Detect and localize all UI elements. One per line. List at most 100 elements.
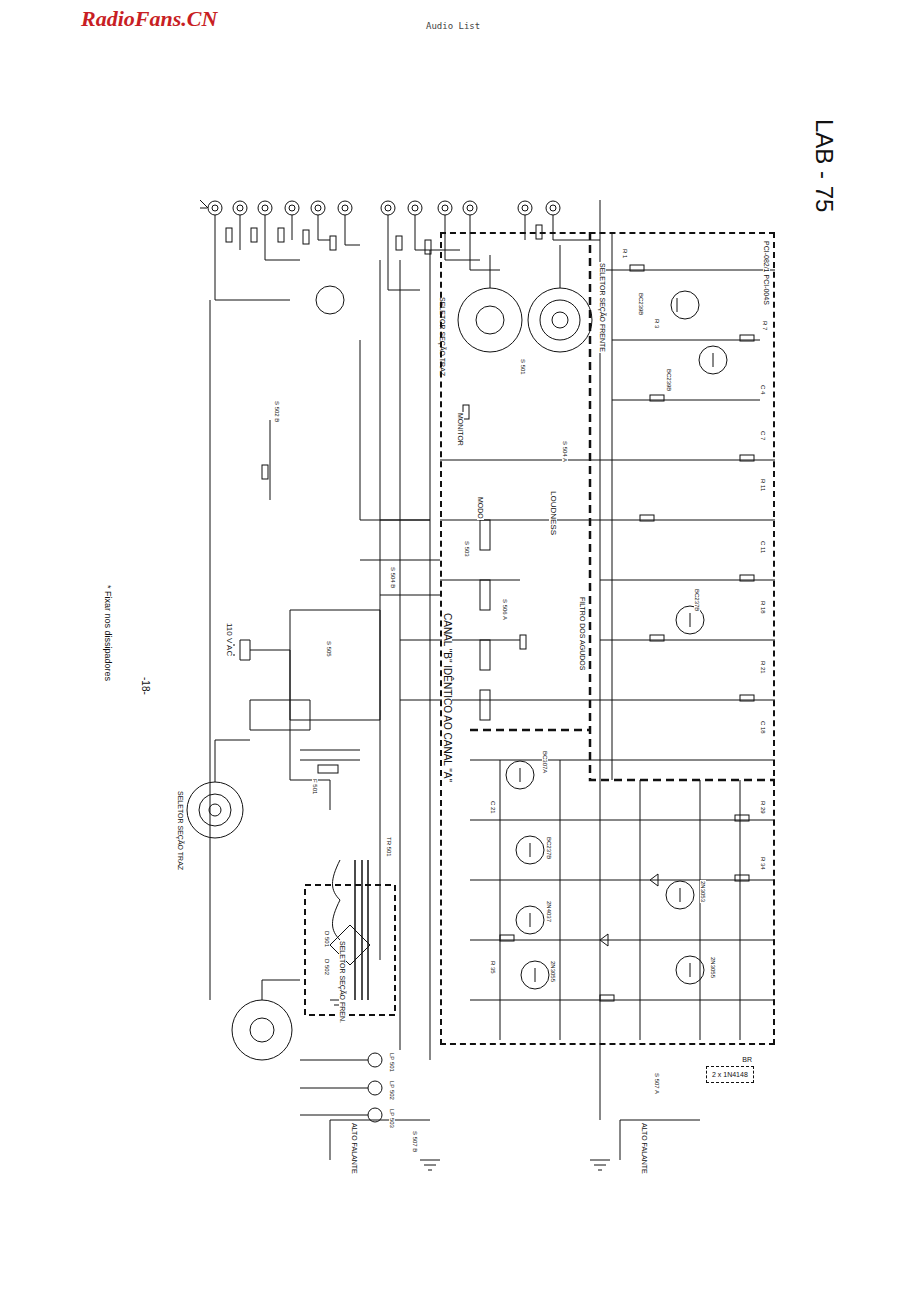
schematic-stroke (290, 610, 380, 720)
text-label: BC237B (694, 588, 700, 612)
schematic-stroke (467, 205, 473, 211)
schematic-stroke (258, 201, 272, 215)
schematic-stroke (250, 700, 310, 730)
schematic-stroke (330, 925, 370, 965)
text-label: SELETOR SEÇÃO TRAZ (177, 790, 184, 871)
schematic-stroke (640, 515, 654, 521)
schematic-stroke (500, 935, 514, 941)
schematic-stroke (522, 205, 528, 211)
text-label: D 502 (324, 958, 330, 976)
schematic-stroke (315, 205, 321, 211)
transistor-symbols (506, 291, 727, 989)
text-label: S 505 (326, 640, 332, 658)
schematic-stroke (470, 760, 775, 1000)
text-label: C 18 (760, 720, 766, 735)
text-label: S 506 A (502, 598, 508, 621)
schematic-stroke (303, 230, 309, 244)
text-label: BC237B (546, 836, 552, 860)
schematic-stroke (215, 215, 600, 300)
schematic-stroke (200, 200, 208, 208)
text-label: SELETOR SEÇÃO FRENTE (599, 262, 606, 353)
schematic-stroke (463, 201, 477, 215)
schematic-stroke (187, 782, 243, 838)
text-label: -18- (140, 676, 150, 696)
schematic-stroke (520, 298, 713, 982)
text-label: 2N3055 (710, 956, 716, 979)
text-label: C 11 (760, 540, 766, 554)
schematic-stroke (237, 205, 243, 211)
schematic-stroke (232, 1000, 292, 1060)
schematic-stroke (342, 205, 348, 211)
text-label: RadioFans.CN (80, 8, 218, 30)
din-socket (316, 286, 344, 314)
schematic-stroke (208, 201, 222, 215)
schematic-stroke (480, 640, 490, 670)
schematic-stroke (412, 205, 418, 211)
schematic-stroke (552, 312, 568, 328)
schematic-stroke (546, 201, 560, 215)
schematic-stroke (408, 201, 422, 215)
text-label: ALTO FALANTE (641, 1122, 648, 1175)
schematic-stroke (740, 575, 754, 581)
text-label: C 21 (490, 800, 496, 815)
resistor-symbols (226, 225, 542, 649)
schematic-stroke (630, 265, 644, 271)
schematic-stroke (420, 1160, 440, 1170)
power-supply (227, 610, 395, 1122)
text-label: 110 V AC (225, 622, 233, 657)
text-label: C 7 (760, 430, 766, 441)
text-label: LP 501 (389, 1052, 395, 1073)
schematic-stroke (368, 1081, 382, 1095)
text-label: MODO (477, 496, 484, 520)
text-label: ALTO FALANTE (351, 1122, 358, 1175)
schematic-stroke (226, 228, 232, 242)
board-divider (590, 232, 775, 780)
schematic-stroke (227, 640, 330, 780)
text-label: BC239B (666, 368, 672, 392)
text-label: S 502 B (274, 400, 280, 423)
text-label: * Fixar nos dissipadores (103, 584, 112, 682)
text-label: FILTRO DOS AGUDOS (579, 596, 586, 671)
schematic-stroke (480, 580, 490, 610)
text-label: D 501 (324, 930, 330, 948)
schematic-stroke (289, 205, 295, 211)
schematic-stroke (278, 228, 284, 242)
schematic-stroke (740, 695, 754, 701)
schematic-stroke (251, 228, 257, 242)
text-label: S 501 (520, 358, 526, 376)
schematic-stroke (355, 860, 368, 1000)
text-label: LAB - 75 (812, 118, 836, 213)
schematic-stroke (338, 201, 352, 215)
text-label: MONITOR (457, 412, 464, 447)
text-label: R 18 (760, 600, 766, 615)
text-label: R 11 (760, 478, 766, 492)
circuit-board: PCI-082/1 PCI-004S (440, 232, 775, 1045)
board-label: PCI-082/1 PCI-004S (763, 240, 770, 306)
schematic-stroke (440, 460, 600, 700)
schematic-stroke (300, 1060, 368, 1115)
schematic-stroke (650, 635, 664, 641)
schematic-stroke (458, 288, 522, 352)
wiring (187, 200, 775, 1170)
schematic-stroke (735, 875, 749, 881)
schematic-stroke (381, 201, 395, 215)
text-label: C 4 (760, 384, 766, 395)
part-label: 2 x 1N4148 (712, 1071, 748, 1078)
schematic-stroke (600, 995, 614, 1001)
schematic-stroke (476, 306, 504, 334)
schematic-stroke (215, 245, 560, 1000)
text-label: R 21 (760, 660, 766, 675)
text-label: SELETOR SEÇÃO FREN. (339, 940, 346, 1024)
schematic-stroke (233, 201, 247, 215)
schematic-stroke (311, 201, 325, 215)
bus-wires (210, 200, 775, 1160)
text-label: R 29 (760, 800, 766, 815)
diode-board: BR2 x 1N4148 (706, 1066, 754, 1083)
text-label: 2N4037 (546, 900, 552, 923)
schematic-stroke (518, 201, 532, 215)
schematic-stroke (285, 201, 299, 215)
schematic-stroke (480, 690, 490, 720)
schematic-stroke (600, 874, 658, 946)
